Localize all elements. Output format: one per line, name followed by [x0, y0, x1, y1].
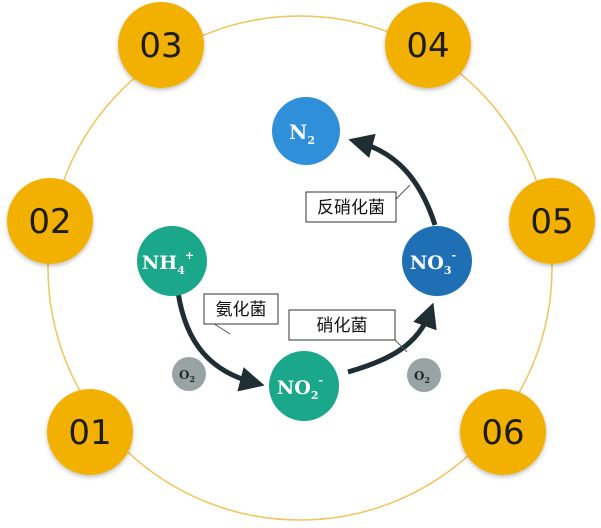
svg-text:反硝化菌: 反硝化菌 — [317, 198, 385, 218]
label-nitrification: 硝化菌 — [288, 309, 396, 341]
node-n2: N2 — [272, 97, 340, 165]
badge-05: 05 — [509, 178, 595, 264]
label-denitrification: 反硝化菌 — [305, 191, 397, 223]
node-o2-right: O2 — [407, 358, 441, 392]
svg-text:NH4+: NH4+ — [142, 249, 194, 277]
arrow-nh4-to-no2 — [175, 291, 265, 392]
badge-03-label: 03 — [139, 26, 182, 66]
badge-01: 01 — [47, 389, 133, 475]
badge-04-label: 04 — [406, 26, 449, 66]
connector-nitrification — [394, 339, 408, 353]
badge-05-label: 05 — [530, 202, 573, 242]
svg-text:O2: O2 — [414, 369, 430, 385]
badge-04: 04 — [385, 2, 471, 88]
node-o2-left: O2 — [172, 357, 206, 391]
label-ammonification: 氨化菌 — [203, 293, 279, 325]
badge-01-label: 01 — [68, 413, 111, 453]
arrow-no3-to-n2 — [348, 133, 438, 226]
outer-ring — [47, 15, 553, 521]
badge-06-label: 06 — [481, 413, 524, 453]
node-no3: NO3- — [402, 226, 472, 296]
arrow-no2-to-no3 — [347, 302, 437, 375]
svg-text:NO3-: NO3- — [410, 249, 456, 277]
svg-text:氨化菌: 氨化菌 — [216, 300, 267, 320]
svg-text:NO2-: NO2- — [277, 374, 323, 402]
svg-text:O2: O2 — [179, 368, 195, 384]
badge-03: 03 — [118, 2, 204, 88]
connector-denitrification — [394, 184, 411, 201]
badge-06: 06 — [460, 389, 546, 475]
badge-02: 02 — [7, 178, 93, 264]
node-no2: NO2- — [269, 351, 339, 421]
svg-text:硝化菌: 硝化菌 — [317, 316, 368, 336]
node-nh4: NH4+ — [137, 226, 207, 296]
svg-text:N2: N2 — [289, 120, 315, 147]
badge-02-label: 02 — [28, 202, 71, 242]
